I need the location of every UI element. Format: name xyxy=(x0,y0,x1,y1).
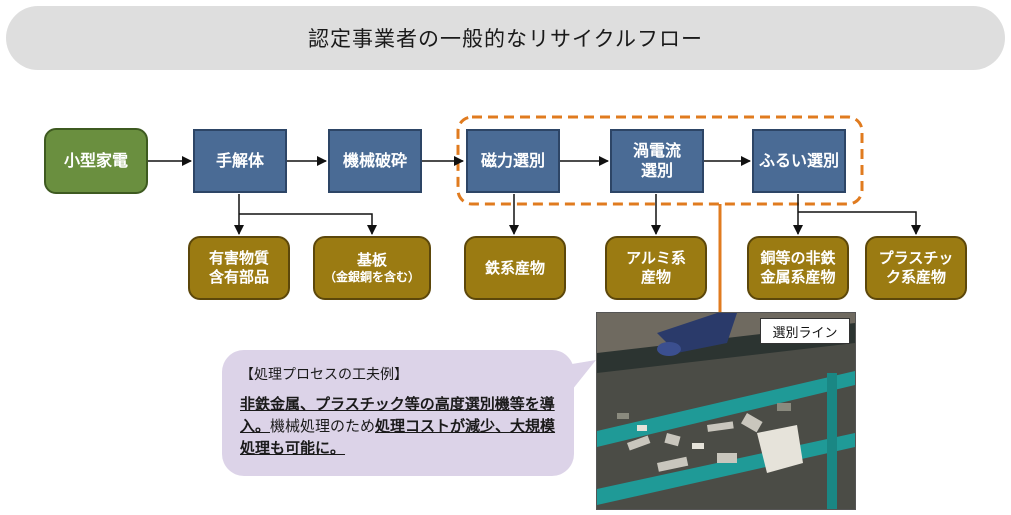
product-aluminium: アルミ系 産物 xyxy=(605,236,707,300)
copper-line-1: 銅等の非鉄 xyxy=(760,249,836,268)
step-eddy-current-separation: 渦電流 選別 xyxy=(610,129,704,193)
plastic-line-1: プラスチッ xyxy=(878,249,954,268)
product-plastic: プラスチッ ク系産物 xyxy=(865,236,967,300)
board-main-label: 基板 xyxy=(356,251,387,270)
plastic-line-2: ク系産物 xyxy=(885,268,946,286)
photo-caption-sorting-line: 選別ライン xyxy=(760,318,850,344)
arrow-dismantle-to-board xyxy=(239,213,377,235)
callout-title: 【処理プロセスの工夫例】 xyxy=(240,367,408,383)
eddy-line-2: 選別 xyxy=(640,161,673,180)
arrow-sieve-to-plastic xyxy=(798,211,921,235)
source-box-small-appliances: 小型家電 xyxy=(44,128,148,194)
product-circuit-board: 基板 （金銀銅を含む） xyxy=(313,236,431,300)
board-sub-label: （金銀銅を含む） xyxy=(323,269,420,284)
page-title: 認定事業者の一般的なリサイクルフロー xyxy=(6,6,1005,70)
alum-line-1: アルミ系 xyxy=(626,249,686,268)
step-manual-dismantling: 手解体 xyxy=(193,129,287,193)
callout-body: 非鉄金属、プラスチック等の高度選別機等を導入。機械処理のため処理コストが減少、大… xyxy=(240,394,558,459)
hazardous-line-2: 含有部品 xyxy=(208,268,269,286)
hazardous-line-1: 有害物質 xyxy=(208,249,269,268)
product-hazardous-parts: 有害物質 含有部品 xyxy=(188,236,290,300)
copper-line-2: 金属系産物 xyxy=(760,268,836,286)
product-non-ferrous-metals: 銅等の非鉄 金属系産物 xyxy=(747,236,849,300)
callout-plain-text: 機械処理のため xyxy=(270,416,376,435)
step-magnetic-separation: 磁力選別 xyxy=(466,129,560,193)
eddy-line-1: 渦電流 xyxy=(632,141,681,160)
callout-highlight-cost: 処理コストが減少、大規模処理も可能に。 xyxy=(240,416,556,457)
alum-line-2: 産物 xyxy=(640,268,671,286)
step-mechanical-crushing: 機械破砕 xyxy=(328,129,422,193)
step-sieve-separation: ふるい選別 xyxy=(752,129,846,193)
callout-pointer xyxy=(560,360,596,390)
callout-highlight-equipment: 非鉄金属、プラスチック等の高度選別機等を導入。 xyxy=(240,395,555,435)
product-iron: 鉄系産物 xyxy=(464,236,566,300)
process-example-callout: 【処理プロセスの工夫例】 非鉄金属、プラスチック等の高度選別機等を導入。機械処理… xyxy=(222,350,574,476)
